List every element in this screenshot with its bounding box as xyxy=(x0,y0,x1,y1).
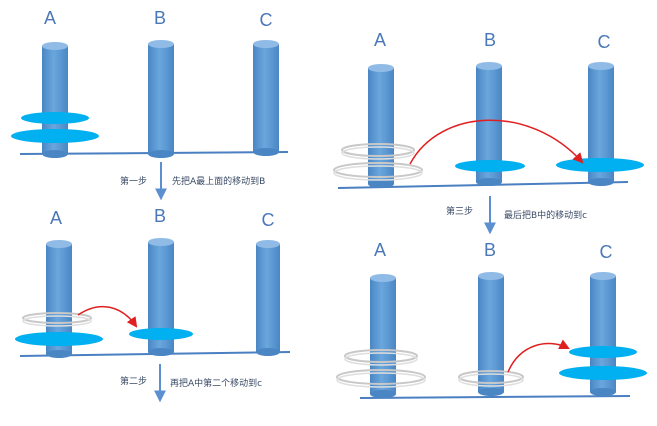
disk-large xyxy=(15,332,103,346)
disk-small xyxy=(21,112,89,124)
peg-label-b: B xyxy=(154,206,166,226)
step-label: 第二步 xyxy=(120,375,147,387)
peg-label-c: C xyxy=(260,10,273,30)
ghost-disk xyxy=(341,143,415,157)
step-2: 第二步 再把A中第二个移动到c xyxy=(120,364,262,403)
panel-final: A B C xyxy=(336,240,647,399)
peg-label-c: C xyxy=(600,242,613,262)
step-label: 第三步 xyxy=(446,205,473,217)
disk-small xyxy=(129,328,193,340)
peg-label-a: A xyxy=(50,208,62,228)
peg-a xyxy=(368,64,394,188)
step-description: 最后把B中的移动到c xyxy=(504,209,587,221)
peg-label-c: C xyxy=(262,210,275,230)
step-description: 先把A最上面的移动到B xyxy=(172,175,265,187)
ghost-disk-shadow xyxy=(344,352,418,366)
move-arrow xyxy=(77,305,138,328)
peg-c xyxy=(256,240,280,356)
move-arrow xyxy=(409,119,584,165)
ghost-disk xyxy=(333,162,423,178)
peg-label-a: A xyxy=(44,8,56,28)
disk-large xyxy=(559,366,647,380)
peg-label-b: B xyxy=(484,30,496,50)
disk-small xyxy=(455,160,525,172)
peg-label-a: A xyxy=(374,30,386,50)
disk-large xyxy=(556,158,644,172)
peg-label-b: B xyxy=(154,8,166,28)
disk-small xyxy=(569,346,637,358)
panel-initial: A B C xyxy=(11,8,289,158)
base-line xyxy=(359,395,631,399)
ghost-disk-shadow xyxy=(341,146,415,160)
peg-c xyxy=(253,40,279,156)
peg-b xyxy=(478,272,504,396)
ghost-disk-shadow xyxy=(336,372,426,388)
ghost-disk-shadow xyxy=(333,165,423,181)
peg-label-b: B xyxy=(484,240,496,260)
step-description: 再把A中第二个移动到c xyxy=(170,377,262,389)
move-arrow xyxy=(507,339,570,373)
ghost-disk-shadow xyxy=(458,373,524,387)
step-3: 第三步 最后把B中的移动到c xyxy=(446,196,587,235)
ghost-disk xyxy=(344,349,418,363)
peg-label-c: C xyxy=(598,32,611,52)
peg-label-a: A xyxy=(374,240,386,260)
peg-b xyxy=(148,40,174,158)
ghost-disk xyxy=(336,369,426,385)
peg-a xyxy=(370,274,396,398)
ghost-disk-shadow xyxy=(22,315,92,327)
panel-after-step-2: A B C xyxy=(333,30,644,189)
ghost-disk xyxy=(458,370,524,384)
step-1: 第一步 先把A最上面的移动到B xyxy=(120,162,265,201)
step-label: 第一步 xyxy=(120,175,147,187)
ghost-disk xyxy=(22,312,92,324)
panel-after-step-1: A B C xyxy=(15,206,291,358)
disk-large xyxy=(11,129,99,143)
